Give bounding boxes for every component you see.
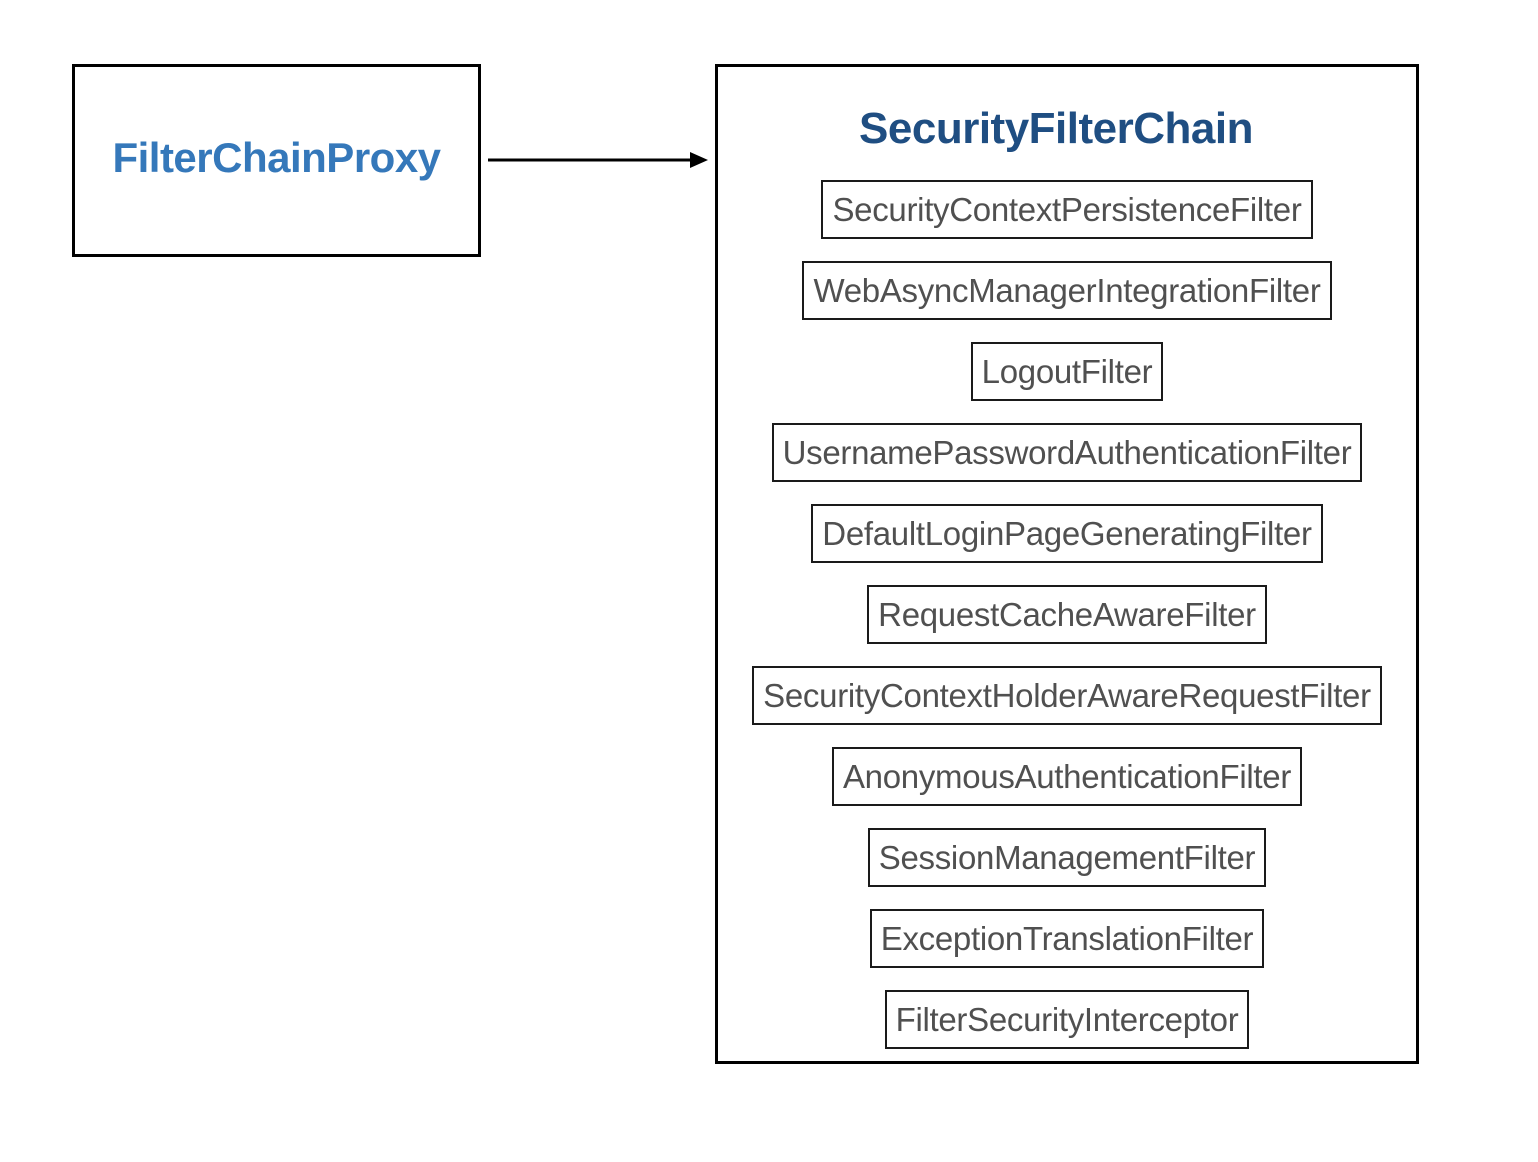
filter-exception-translation: ExceptionTranslationFilter — [869, 909, 1265, 968]
filter-session-management: SessionManagementFilter — [867, 828, 1267, 887]
filter-chain-proxy-title: FilterChainProxy — [112, 133, 441, 181]
filter-security-context-holder-aware-request: SecurityContextHolderAwareRequestFilter — [752, 666, 1382, 725]
filter-anonymous-authentication: AnonymousAuthenticationFilter — [831, 747, 1303, 806]
filter-security-interceptor: FilterSecurityInterceptor — [884, 990, 1250, 1049]
filter-username-password-authentication: UsernamePasswordAuthenticationFilter — [771, 423, 1363, 482]
filter-security-context-persistence: SecurityContextPersistenceFilter — [821, 180, 1313, 239]
proxy-to-chain-arrow — [488, 152, 708, 168]
security-filter-chain-title: SecurityFilterChain — [859, 104, 1253, 153]
security-filter-chain-box: SecurityFilterChain SecurityContextPersi… — [715, 64, 1419, 1064]
filter-chain-proxy-box: FilterChainProxy — [72, 64, 481, 257]
filter-request-cache-aware: RequestCacheAwareFilter — [867, 585, 1267, 644]
filter-default-login-page-generating: DefaultLoginPageGeneratingFilter — [811, 504, 1323, 563]
filter-web-async-manager-integration: WebAsyncManagerIntegrationFilter — [802, 261, 1332, 320]
filter-list: SecurityContextPersistenceFilter WebAsyn… — [718, 180, 1416, 1049]
filter-logout: LogoutFilter — [970, 342, 1164, 401]
arrow-head — [690, 152, 708, 168]
